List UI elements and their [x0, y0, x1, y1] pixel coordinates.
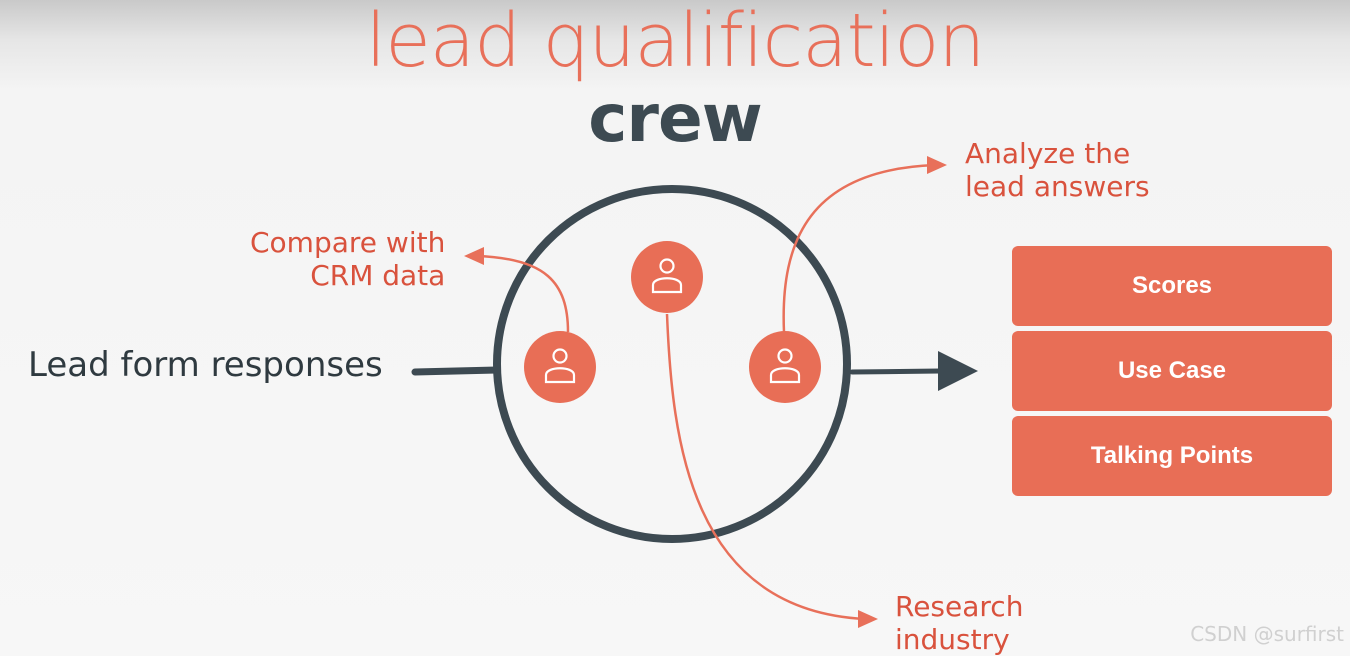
output-scores: Scores [1012, 246, 1332, 326]
output-line [849, 368, 943, 375]
agent-center [631, 241, 703, 313]
output-arrowhead [938, 351, 978, 391]
task-analyze-line2: lead answers [965, 170, 1150, 203]
compare-arrowhead [464, 247, 484, 265]
title-crew: crew [588, 80, 762, 157]
person-icon [769, 348, 801, 384]
input-label: Lead form responses [28, 345, 383, 385]
crew-circle [493, 185, 851, 543]
watermark: CSDN @surfirst [1190, 622, 1344, 646]
input-line [411, 366, 501, 376]
agent-right [749, 331, 821, 403]
research-arrow [665, 313, 866, 621]
agent-left [524, 331, 596, 403]
analyze-arrow [782, 163, 936, 333]
task-compare-line1: Compare with [250, 226, 446, 259]
compare-arrow [475, 254, 570, 333]
task-research-label: Research industry [895, 590, 1023, 656]
title-lead-qualification: lead qualification [365, 0, 986, 84]
task-compare-line2: CRM data [310, 259, 446, 292]
analyze-arrowhead [927, 156, 947, 174]
output-use-case: Use Case [1012, 331, 1332, 411]
task-research-line2: industry [895, 623, 1010, 656]
output-talking-points: Talking Points [1012, 416, 1332, 496]
research-arrowhead [858, 610, 878, 628]
task-analyze-label: Analyze the lead answers [965, 137, 1150, 203]
person-icon [651, 258, 683, 294]
person-icon [544, 348, 576, 384]
task-research-line1: Research [895, 590, 1024, 623]
task-analyze-line1: Analyze the [965, 137, 1131, 170]
task-compare-label: Compare with CRM data [250, 226, 445, 292]
